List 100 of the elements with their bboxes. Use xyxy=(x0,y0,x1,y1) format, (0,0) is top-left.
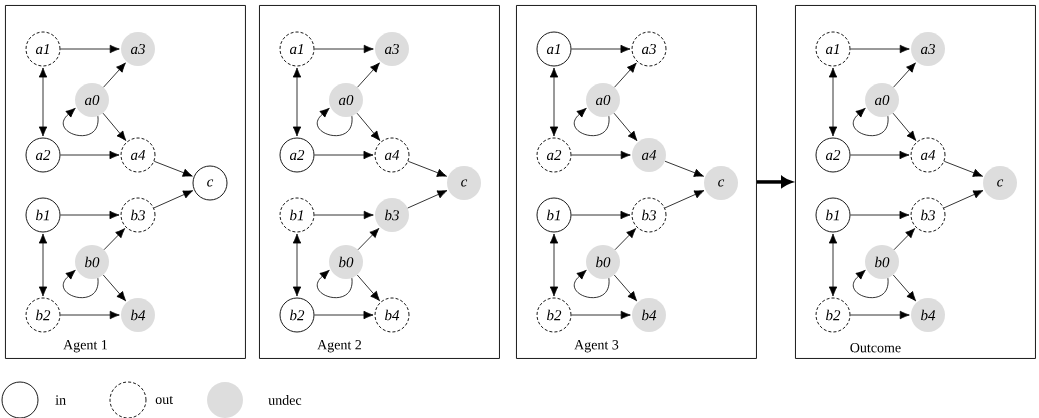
argument-node: b4 xyxy=(374,297,410,333)
arrow xyxy=(571,44,631,54)
argument-node: a1 xyxy=(279,31,315,67)
argument-node: b0 xyxy=(329,245,363,279)
argument-node: b3 xyxy=(910,197,946,233)
arrow xyxy=(613,112,638,142)
argument-node: a1 xyxy=(815,31,851,67)
argument-node: a0 xyxy=(865,83,899,117)
arrow xyxy=(357,62,380,88)
self-loop-arrow xyxy=(573,269,610,299)
argument-node: a3 xyxy=(375,32,409,66)
argument-node: a3 xyxy=(911,32,945,66)
arrow xyxy=(613,274,638,302)
argument-node: b0 xyxy=(75,245,109,279)
argument-node: b2 xyxy=(815,297,851,333)
arrow xyxy=(828,233,838,297)
arrow xyxy=(102,274,127,302)
argument-node: b0 xyxy=(586,245,620,279)
argument-node: a2 xyxy=(815,137,851,173)
argument-node: a1 xyxy=(25,31,61,67)
arrow xyxy=(38,67,48,137)
argument-node: a4 xyxy=(120,137,156,173)
arrow xyxy=(60,44,120,54)
arrow xyxy=(357,228,380,251)
arrow xyxy=(549,233,559,297)
arrow xyxy=(571,210,631,220)
legend-label: out xyxy=(155,396,173,404)
arrow xyxy=(943,160,983,177)
argument-node: b1 xyxy=(815,197,851,233)
self-loop-arrow xyxy=(573,107,610,137)
argument-node: a4 xyxy=(632,138,666,172)
argument-node: a3 xyxy=(631,31,667,67)
self-loop-arrow xyxy=(316,269,353,299)
arrow xyxy=(314,310,374,320)
arrow xyxy=(828,67,838,137)
self-loop-arrow xyxy=(62,107,99,137)
argument-node: c xyxy=(447,166,481,200)
arrow xyxy=(407,160,447,177)
arrow xyxy=(38,233,48,297)
arrow xyxy=(60,210,120,220)
arrow xyxy=(407,190,448,209)
arrow xyxy=(356,274,380,302)
argument-node: c xyxy=(192,165,228,201)
argument-node: a1 xyxy=(536,31,572,67)
arrow xyxy=(892,274,917,302)
argument-node: b4 xyxy=(632,298,666,332)
arrow xyxy=(850,310,910,320)
argument-node: a0 xyxy=(75,83,109,117)
argument-node: c xyxy=(704,166,738,200)
arrow xyxy=(153,160,193,177)
argument-node: b2 xyxy=(25,297,61,333)
arrow xyxy=(103,62,126,88)
argument-node: b3 xyxy=(375,198,409,232)
self-loop-arrow xyxy=(316,107,353,137)
argument-node: b1 xyxy=(279,197,315,233)
legend-label: in xyxy=(55,395,66,405)
arrow xyxy=(60,310,120,320)
argument-node: b1 xyxy=(25,197,61,233)
arrow xyxy=(153,190,194,209)
argument-node: a2 xyxy=(279,137,315,173)
arrow xyxy=(893,62,916,88)
argument-node: b2 xyxy=(536,297,572,333)
argument-node: b2 xyxy=(279,297,315,333)
arrow xyxy=(943,190,984,209)
arrow xyxy=(292,233,302,297)
argument-node: b3 xyxy=(120,197,156,233)
argument-node: b3 xyxy=(631,197,667,233)
argument-node: b0 xyxy=(865,245,899,279)
argument-node: b4 xyxy=(911,298,945,332)
arrow xyxy=(314,150,374,160)
arrow xyxy=(850,210,910,220)
arrow xyxy=(314,44,374,54)
argument-node: a3 xyxy=(121,32,155,66)
arrow xyxy=(614,62,637,88)
arrow xyxy=(664,190,705,209)
arrow xyxy=(103,228,126,251)
arrow xyxy=(314,210,374,220)
arrow xyxy=(571,310,631,320)
self-loop-arrow xyxy=(62,269,99,299)
self-loop-arrow xyxy=(852,107,889,137)
argument-node: b1 xyxy=(536,197,572,233)
arrow xyxy=(614,228,637,251)
arrow xyxy=(60,150,120,160)
arrow xyxy=(892,112,917,141)
arrow xyxy=(664,160,704,177)
argument-node: a2 xyxy=(25,137,61,173)
argument-node: a4 xyxy=(374,137,410,173)
arrow xyxy=(893,228,916,251)
argument-node: a4 xyxy=(910,137,946,173)
legend-label: undec xyxy=(268,395,302,405)
argument-node: a0 xyxy=(586,83,620,117)
argument-node: a2 xyxy=(536,137,572,173)
arrow xyxy=(571,150,631,160)
arrow xyxy=(850,150,910,160)
arrow xyxy=(850,44,910,54)
argument-node: a0 xyxy=(329,83,363,117)
arrow xyxy=(549,67,559,137)
arrow xyxy=(356,112,381,141)
argument-node: c xyxy=(983,166,1017,200)
self-loop-arrow xyxy=(852,269,889,299)
